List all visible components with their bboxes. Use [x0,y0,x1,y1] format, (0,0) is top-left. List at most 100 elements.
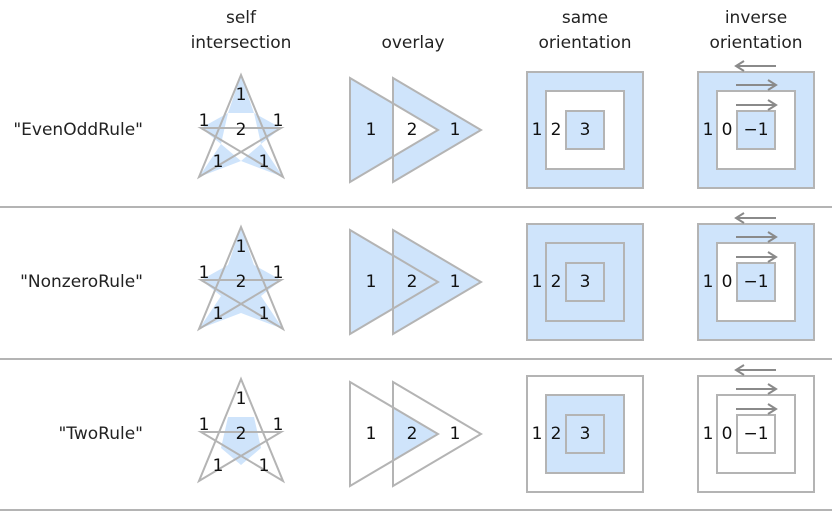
overlay-count-left: 1 [366,120,377,140]
inverse-orientation-squares-count-outer: 1 [703,424,714,444]
header-inverse-orientation-line1: inverse [725,8,787,28]
inverse-orientation-squares-count-outer: 1 [703,120,714,140]
inverse-orientation-squares-count-inner: −1 [743,424,768,444]
inverse-orientation-squares-count-mid: 0 [722,272,733,292]
same-orientation-squares-mid-square [545,242,625,322]
star-center-region [221,417,261,465]
star-count-right: 1 [273,263,284,283]
same-orientation-squares-inner-square [565,414,605,454]
overlay-count-mid: 2 [407,120,418,140]
star-count-bottom-left: 1 [213,304,224,324]
mid-arrow-right-icon [736,383,778,395]
overlay-triangle-right [392,380,483,488]
rule-name: "TwoRule" [58,424,143,444]
inverse-orientation-squares-inner-square [736,110,776,150]
overlay-count-left: 1 [366,272,377,292]
overlay-mid-region [393,255,438,309]
star-outline [196,72,286,180]
overlay-triangle-right [392,76,483,184]
star-count-center: 2 [236,120,247,140]
header-same-orientation-line1: same [562,8,608,28]
inverse-orientation-squares-count-outer: 1 [703,272,714,292]
overlay-count-mid: 2 [407,272,418,292]
star-outline [196,224,286,332]
header-inverse-orientation-line2: orientation [710,33,803,53]
inverse-orientation-squares-inner-square [736,262,776,302]
overlay-mid-region [393,407,438,461]
overlay-count-left: 1 [366,424,377,444]
same-orientation-squares-count-mid: 2 [551,424,562,444]
overlay-count-mid: 2 [407,424,418,444]
overlay-triangle-right [392,228,483,336]
star-count-center: 2 [236,424,247,444]
overlay-triangles: 1 2 1 [349,228,483,336]
star-center-region [221,265,261,313]
outer-arrow-left-icon [734,60,776,72]
inverse-orientation-squares-count-mid: 0 [722,120,733,140]
mid-arrow-right-icon [736,79,778,91]
outer-arrow-left-icon [734,212,776,224]
inner-arrow-right-icon [736,99,778,111]
star-count-center: 2 [236,272,247,292]
same-orientation-squares-count-inner: 3 [580,424,591,444]
same-orientation-squares-count-mid: 2 [551,272,562,292]
same-orientation-squares-count-mid: 2 [551,120,562,140]
inner-arrow-right-icon [736,403,778,415]
overlay-count-right: 1 [450,272,461,292]
rule-name: "EvenOddRule" [13,120,143,140]
header-same-orientation-line2: orientation [539,33,632,53]
star-count-bottom-left: 1 [213,152,224,172]
star-count-bottom-left: 1 [213,456,224,476]
same-orientation-squares-count-inner: 3 [580,120,591,140]
star-count-left: 1 [199,111,210,131]
star-count-top: 1 [236,85,247,105]
inverse-orientation-squares-inner-square [736,414,776,454]
star-count-right: 1 [273,111,284,131]
header-self-intersection-line2: intersection [191,33,292,53]
same-orientation-squares-count-outer: 1 [532,272,543,292]
star-center-region [221,113,261,161]
star-count-bottom-right: 1 [259,304,270,324]
overlay-count-right: 1 [450,424,461,444]
inverse-orientation-squares-count-mid: 0 [722,424,733,444]
overlay-triangles: 1 2 1 [349,76,483,184]
same-orientation-squares-inner-square [565,110,605,150]
overlay-triangles: 1 2 1 [349,380,483,488]
star-count-bottom-right: 1 [259,152,270,172]
star-count-left: 1 [199,263,210,283]
same-orientation-squares-count-outer: 1 [532,120,543,140]
same-orientation-squares-count-inner: 3 [580,272,591,292]
outer-arrow-left-icon [734,364,776,376]
star-count-top: 1 [236,389,247,409]
star-count-right: 1 [273,415,284,435]
star-outline [196,376,286,484]
same-orientation-squares-count-outer: 1 [532,424,543,444]
star-count-left: 1 [199,415,210,435]
inverse-orientation-squares-count-inner: −1 [743,272,768,292]
overlay-count-right: 1 [450,120,461,140]
star-count-top: 1 [236,237,247,257]
inverse-orientation-squares-count-inner: −1 [743,120,768,140]
star-count-bottom-right: 1 [259,456,270,476]
column-headers: self intersection overlay same orientati… [191,8,803,53]
header-self-intersection-line1: self [226,8,257,28]
same-orientation-squares-inner-square [565,262,605,302]
inner-arrow-right-icon [736,251,778,263]
rule-name: "NonzeroRule" [20,272,143,292]
mid-arrow-right-icon [736,231,778,243]
overlay-mid-region [393,103,438,157]
